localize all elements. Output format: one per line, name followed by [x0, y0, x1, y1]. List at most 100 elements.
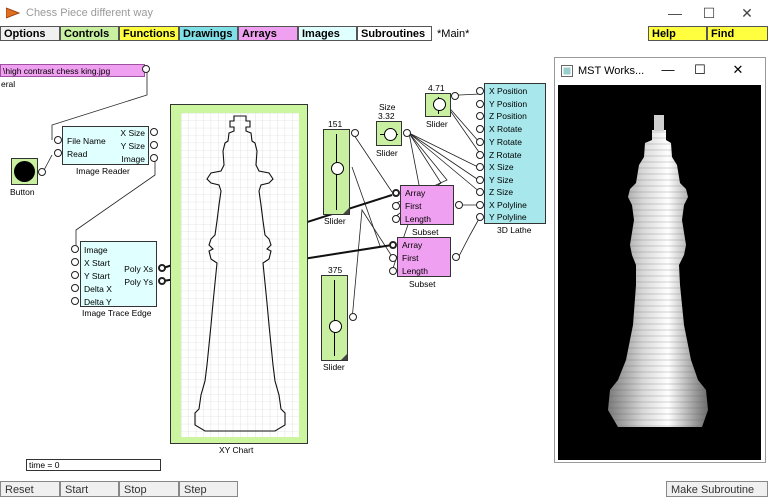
mst-app-icon: [561, 65, 573, 77]
stop-button[interactable]: Stop: [119, 481, 179, 497]
menu-options[interactable]: Options: [0, 26, 60, 41]
lathe-in-y-polyline: Y Polyline: [489, 212, 527, 222]
lathe-port-3[interactable]: [476, 112, 484, 120]
menu-help[interactable]: Help: [648, 26, 707, 41]
subset-1-first: First: [405, 201, 422, 211]
lathe-port-9[interactable]: [476, 188, 484, 196]
trace-out-polyxs: Poly Xs: [124, 264, 153, 274]
slider-b-resize[interactable]: [341, 354, 347, 360]
lathe-port-2[interactable]: [476, 100, 484, 108]
xy-chart-plot: [181, 113, 299, 437]
subset-2-port-out[interactable]: [452, 253, 460, 261]
slider-a-resize[interactable]: [343, 208, 349, 214]
reset-button[interactable]: Reset: [0, 481, 60, 497]
slider-a-thumb[interactable]: [331, 162, 344, 175]
mst-maximize-button[interactable]: ☐: [694, 62, 706, 77]
slider-b[interactable]: [321, 275, 348, 361]
lathe-port-11[interactable]: [476, 213, 484, 221]
slider-c-port[interactable]: [451, 92, 459, 100]
subset-2-port-in-1[interactable]: [389, 241, 397, 249]
subset-2-length: Length: [402, 266, 428, 276]
mst-title: MST Works...: [578, 65, 645, 77]
trace-port-in-5[interactable]: [71, 297, 79, 305]
menu-arrays[interactable]: Arrays: [238, 26, 298, 41]
trace-port-in-3[interactable]: [71, 271, 79, 279]
step-button[interactable]: Step: [179, 481, 238, 497]
subset-1-block[interactable]: Array First Length: [400, 185, 454, 225]
start-button[interactable]: Start: [60, 481, 119, 497]
trace-port-out-x[interactable]: [158, 264, 166, 272]
subset-2-port-in-2[interactable]: [389, 254, 397, 262]
lathe-in-z-rotate: Z Rotate: [489, 150, 522, 160]
button-output-port[interactable]: [38, 168, 46, 176]
subset-1-port-in-1[interactable]: [392, 189, 400, 197]
lathe-port-6[interactable]: [476, 151, 484, 159]
lathe-in-x-position: X Position: [489, 86, 528, 96]
slider-size-title: Size: [379, 102, 396, 112]
chess-king-render: [608, 115, 708, 427]
image-reader-in-read: Read: [67, 149, 88, 159]
mst-render-view[interactable]: [558, 85, 761, 460]
slider-size[interactable]: [376, 121, 402, 146]
subset-1-port-in-2[interactable]: [392, 202, 400, 210]
menu-drawings[interactable]: Drawings: [179, 26, 238, 41]
lathe-caption: 3D Lathe: [497, 225, 532, 235]
trace-port-in-4[interactable]: [71, 284, 79, 292]
xy-chart-block[interactable]: [170, 104, 308, 444]
file-field-output-port[interactable]: [142, 65, 150, 73]
lathe-in-z-position: Z Position: [489, 111, 527, 121]
lathe-port-7[interactable]: [476, 163, 484, 171]
image-reader-port-out-1[interactable]: [150, 128, 158, 136]
lathe-port-5[interactable]: [476, 138, 484, 146]
menu-find[interactable]: Find: [707, 26, 768, 41]
button-circle[interactable]: [14, 161, 35, 182]
minimize-button[interactable]: —: [668, 5, 682, 21]
image-reader-port-out-3[interactable]: [150, 154, 158, 162]
lathe-port-1[interactable]: [476, 87, 484, 95]
mst-3d-window[interactable]: MST Works... — ☐ ✕: [554, 57, 766, 463]
trace-port-out-y[interactable]: [158, 277, 166, 285]
slider-size-thumb[interactable]: [384, 128, 397, 141]
subset-2-block[interactable]: Array First Length: [397, 237, 451, 277]
slider-b-thumb[interactable]: [329, 320, 342, 333]
slider-size-port[interactable]: [403, 129, 411, 137]
trace-port-in-1[interactable]: [71, 245, 79, 253]
image-reader-out-xsize: X Size: [120, 128, 145, 138]
slider-c-thumb[interactable]: [433, 98, 446, 111]
slider-a-value: 151: [328, 119, 343, 129]
subset-1-port-in-3[interactable]: [392, 215, 400, 223]
slider-a-caption: Slider: [324, 216, 346, 226]
trace-port-in-2[interactable]: [71, 258, 79, 266]
menu-controls[interactable]: Controls: [60, 26, 119, 41]
slider-a[interactable]: [323, 129, 350, 215]
file-name-field[interactable]: \high contrast chess king.jpg: [0, 64, 145, 77]
menu-functions[interactable]: Functions: [119, 26, 179, 41]
button-block[interactable]: [11, 158, 38, 185]
image-trace-edge-block[interactable]: Image X Start Y Start Delta X Delta Y Po…: [80, 241, 157, 307]
image-reader-block[interactable]: File Name Read X Size Y Size Image: [62, 126, 149, 165]
menu-images[interactable]: Images: [298, 26, 357, 41]
slider-a-port[interactable]: [351, 129, 359, 137]
slider-c[interactable]: [425, 93, 451, 117]
mst-close-button[interactable]: ✕: [732, 62, 744, 77]
slider-b-port[interactable]: [349, 313, 357, 321]
image-reader-port-in-1[interactable]: [54, 136, 62, 144]
king-piece: [608, 115, 708, 427]
maximize-button[interactable]: ☐: [702, 5, 716, 21]
close-button[interactable]: ✕: [741, 5, 753, 21]
lathe-port-10[interactable]: [476, 201, 484, 209]
subset-1-port-out[interactable]: [455, 201, 463, 209]
trace-out-polyys: Poly Ys: [124, 277, 153, 287]
lathe-in-x-polyline: X Polyline: [489, 200, 527, 210]
mst-minimize-button[interactable]: —: [661, 62, 675, 77]
lathe-in-x-size: X Size: [489, 162, 514, 172]
make-subroutine-button[interactable]: Make Subroutine: [666, 481, 768, 497]
subset-2-port-in-3[interactable]: [389, 267, 397, 275]
image-reader-port-in-2[interactable]: [54, 149, 62, 157]
menu-subroutines[interactable]: Subroutines: [357, 26, 432, 41]
file-field-sub-label: eral: [1, 79, 16, 89]
image-reader-port-out-2[interactable]: [150, 141, 158, 149]
lathe-port-4[interactable]: [476, 125, 484, 133]
lathe-port-8[interactable]: [476, 176, 484, 184]
lathe-block[interactable]: X Position Y Position Z Position X Rotat…: [484, 83, 546, 224]
